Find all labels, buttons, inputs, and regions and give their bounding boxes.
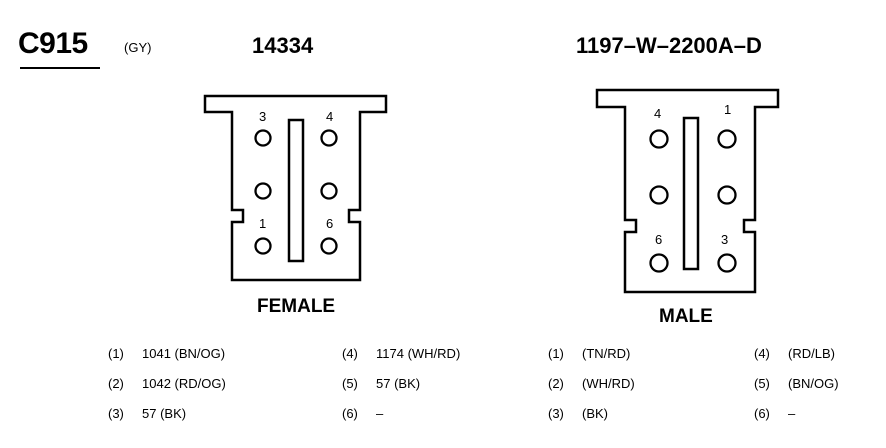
female-pin-label: 3 xyxy=(259,109,266,124)
female-pin-3 xyxy=(254,129,272,147)
connector-id-underline xyxy=(20,67,100,69)
wire-pin-number: (5) xyxy=(342,376,358,391)
female-wire-row: (1) 1041 (BN/OG) xyxy=(108,346,225,361)
male-wire-row: (5) (BN/OG) xyxy=(754,376,839,391)
connector-color: (GY) xyxy=(124,40,152,55)
wire-pin-number: (2) xyxy=(548,376,564,391)
male-pin-label: 6 xyxy=(655,232,662,247)
male-pin-3 xyxy=(717,253,737,273)
male-wire-row: (6) – xyxy=(754,406,795,421)
wire-pin-number: (4) xyxy=(342,346,358,361)
male-wire-row: (2) (WH/RD) xyxy=(548,376,635,391)
wire-circuit: 1174 (WH/RD) xyxy=(376,346,461,361)
male-wire-row: (4) (RD/LB) xyxy=(754,346,835,361)
wire-circuit: (RD/LB) xyxy=(788,346,835,361)
female-pin-label: 6 xyxy=(326,216,333,231)
male-pin-1 xyxy=(717,129,737,149)
female-wire-row: (5) 57 (BK) xyxy=(342,376,420,391)
wire-pin-number: (5) xyxy=(754,376,770,391)
female-wire-row: (3) 57 (BK) xyxy=(108,406,186,421)
female-pin-mid-left xyxy=(254,182,272,200)
female-part-number: 14334 xyxy=(252,33,314,58)
male-pin-label: 4 xyxy=(654,106,661,121)
wire-circuit: 57 (BK) xyxy=(142,406,187,421)
female-pin-mid-right xyxy=(320,182,338,200)
female-view-label: FEMALE xyxy=(257,296,336,317)
male-pin-4 xyxy=(649,129,669,149)
wire-circuit: 57 (BK) xyxy=(376,376,421,391)
female-pin-label: 4 xyxy=(326,109,333,124)
female-pin-label: 1 xyxy=(259,216,266,231)
wire-pin-number: (6) xyxy=(754,406,770,421)
female-pin-4 xyxy=(320,129,338,147)
wire-circuit: (TN/RD) xyxy=(582,346,631,361)
wire-pin-number: (1) xyxy=(548,346,564,361)
wire-pin-number: (4) xyxy=(754,346,770,361)
male-pin-6 xyxy=(649,253,669,273)
female-connector-outline xyxy=(203,94,388,282)
wire-pin-number: (2) xyxy=(108,376,124,391)
female-wire-row: (6) – xyxy=(342,406,383,421)
female-wire-row: (2) 1042 (RD/OG) xyxy=(108,376,226,391)
male-view-label: MALE xyxy=(659,306,713,327)
male-wire-row: (3) (BK) xyxy=(548,406,608,421)
female-wire-row: (4) 1174 (WH/RD) xyxy=(342,346,460,361)
wire-circuit: 1041 (BN/OG) xyxy=(142,346,226,361)
wire-circuit: – xyxy=(376,406,384,421)
wire-circuit: (BK) xyxy=(582,406,608,421)
female-center-key xyxy=(287,118,305,263)
male-pin-mid-right xyxy=(717,185,737,205)
wire-circuit: (WH/RD) xyxy=(582,376,635,391)
male-part-number: 1197–W–2200A–D xyxy=(576,33,762,58)
male-connector-outline xyxy=(595,88,780,294)
male-center-key xyxy=(682,116,700,271)
female-pin-6 xyxy=(320,237,338,255)
wire-pin-number: (3) xyxy=(548,406,564,421)
wire-pin-number: (1) xyxy=(108,346,124,361)
male-wire-row: (1) (TN/RD) xyxy=(548,346,630,361)
wire-pin-number: (6) xyxy=(342,406,358,421)
wire-circuit: – xyxy=(788,406,796,421)
male-pin-label: 3 xyxy=(721,232,728,247)
wire-circuit: 1042 (RD/OG) xyxy=(142,376,226,391)
male-pin-mid-left xyxy=(649,185,669,205)
male-pin-label: 1 xyxy=(724,102,731,117)
female-pin-1 xyxy=(254,237,272,255)
wire-pin-number: (3) xyxy=(108,406,124,421)
connector-id: C915 xyxy=(18,27,88,60)
wire-circuit: (BN/OG) xyxy=(788,376,839,391)
